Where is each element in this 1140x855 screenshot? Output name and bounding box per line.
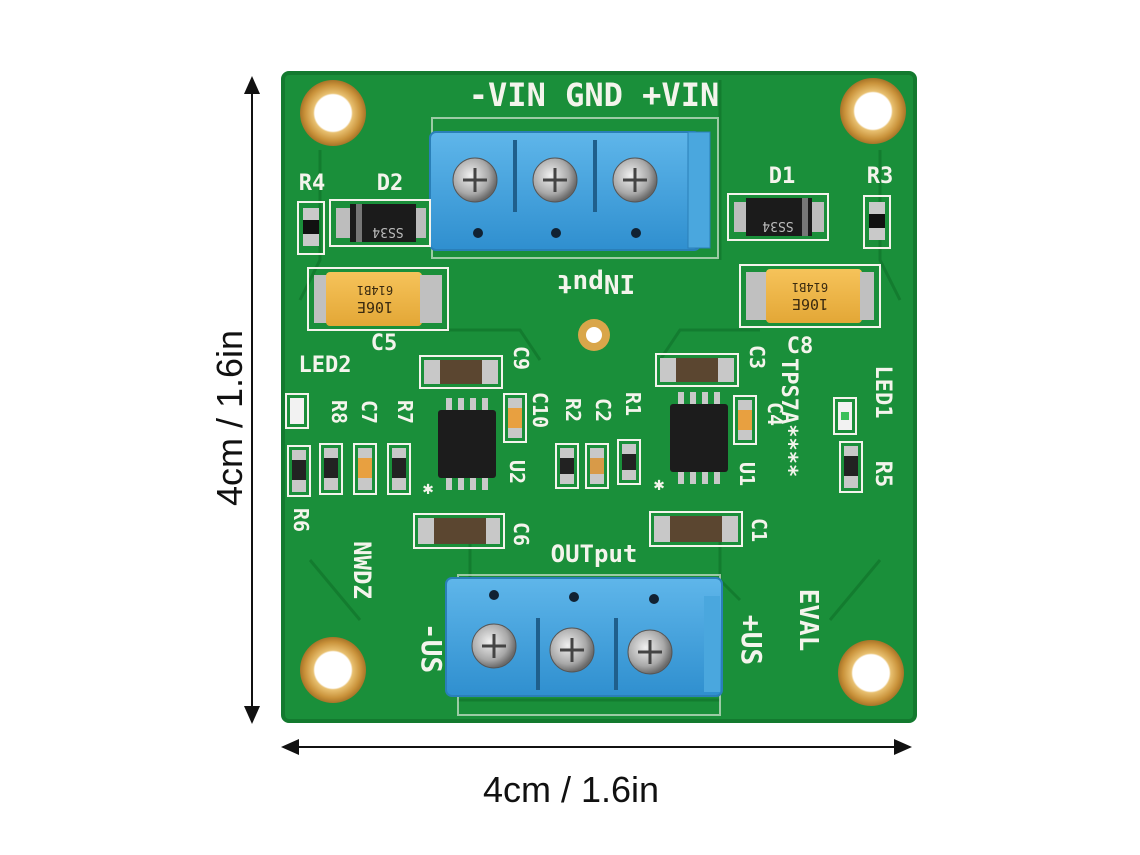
pin1-marker-u2: ✱ bbox=[423, 478, 434, 499]
r5-label: R5 bbox=[870, 461, 895, 488]
input-header-label: -VIN GND +VIN bbox=[469, 76, 719, 114]
capacitor-c7 bbox=[353, 443, 377, 495]
led2-label: LED2 bbox=[299, 353, 352, 378]
capacitor-c3 bbox=[655, 353, 739, 387]
chip-label: TPS7A**** bbox=[776, 358, 801, 477]
mounting-hole-bottom-right bbox=[838, 640, 904, 706]
c9-label: C9 bbox=[509, 346, 533, 370]
c7-label: C7 bbox=[357, 400, 381, 424]
eval-label: EVAL bbox=[793, 589, 823, 652]
capacitor-c1 bbox=[649, 511, 743, 547]
cap-marking-bottom: 106E bbox=[357, 298, 393, 316]
resistor-r3 bbox=[863, 195, 891, 249]
center-via bbox=[578, 319, 610, 351]
input-label: INput bbox=[557, 268, 635, 298]
diode-d1: SS34 bbox=[727, 193, 829, 241]
brand-label: NWDZ bbox=[348, 541, 376, 599]
c5-label: C5 bbox=[371, 331, 398, 356]
c2-label: C2 bbox=[591, 398, 615, 422]
led1-label: LED1 bbox=[870, 366, 895, 419]
chip-u2 bbox=[438, 398, 496, 490]
output-label: OUTput bbox=[551, 540, 638, 568]
r2-label: R2 bbox=[561, 398, 585, 422]
diode-marking: SS34 bbox=[372, 224, 403, 239]
d2-label: D2 bbox=[377, 171, 404, 196]
output-minus-label: -US bbox=[415, 623, 448, 674]
d1-label: D1 bbox=[769, 164, 796, 189]
output-terminal-block bbox=[445, 577, 723, 697]
c8-label: C8 bbox=[787, 334, 814, 359]
pin1-marker-u1: ✱ bbox=[654, 474, 665, 495]
resistor-r2 bbox=[555, 443, 579, 489]
led2 bbox=[285, 393, 309, 429]
r1-label: R1 bbox=[621, 392, 645, 416]
r7-label: R7 bbox=[393, 400, 417, 424]
c4-label: C4 bbox=[763, 402, 787, 426]
capacitor-c4 bbox=[733, 395, 757, 445]
mounting-hole-bottom-left bbox=[300, 637, 366, 703]
c1-label: C1 bbox=[747, 518, 771, 542]
capacitor-c2 bbox=[585, 443, 609, 489]
resistor-r5 bbox=[839, 441, 863, 493]
capacitor-c8: 614B1 106E bbox=[739, 264, 881, 328]
diode-d2: SS34 bbox=[329, 199, 431, 247]
u1-label: U1 bbox=[735, 462, 759, 486]
c10-label: C10 bbox=[528, 392, 552, 428]
capacitor-c5: 614B1 106E bbox=[307, 267, 449, 331]
width-label: 4cm / 1.6in bbox=[483, 769, 659, 810]
r3-label: R3 bbox=[867, 164, 894, 189]
c3-label: C3 bbox=[745, 345, 769, 369]
cap-marking-top: 614B1 bbox=[357, 283, 393, 297]
c6-label: C6 bbox=[509, 522, 533, 546]
capacitor-c10 bbox=[503, 393, 527, 443]
resistor-r4 bbox=[297, 201, 325, 255]
resistor-r8 bbox=[319, 443, 343, 495]
output-plus-label: +US bbox=[735, 615, 768, 666]
input-terminal-block bbox=[429, 131, 711, 251]
diode-marking: SS34 bbox=[762, 218, 793, 233]
cap-marking-bottom: 106E bbox=[792, 295, 828, 313]
cap-marking-top: 614B1 bbox=[792, 280, 828, 294]
capacitor-c6 bbox=[413, 513, 505, 549]
height-label: 4cm / 1.6in bbox=[209, 330, 250, 506]
chip-u1 bbox=[670, 392, 728, 484]
resistor-r7 bbox=[387, 443, 411, 495]
r8-label: R8 bbox=[327, 400, 351, 424]
mounting-hole-top-right bbox=[840, 78, 906, 144]
resistor-r1 bbox=[617, 439, 641, 485]
mounting-hole-top-left bbox=[300, 80, 366, 146]
r6-label: R6 bbox=[289, 508, 313, 532]
capacitor-c9 bbox=[419, 355, 503, 389]
led1 bbox=[833, 397, 857, 435]
r4-label: R4 bbox=[299, 171, 326, 196]
resistor-r6 bbox=[287, 445, 311, 497]
u2-label: U2 bbox=[505, 460, 529, 484]
